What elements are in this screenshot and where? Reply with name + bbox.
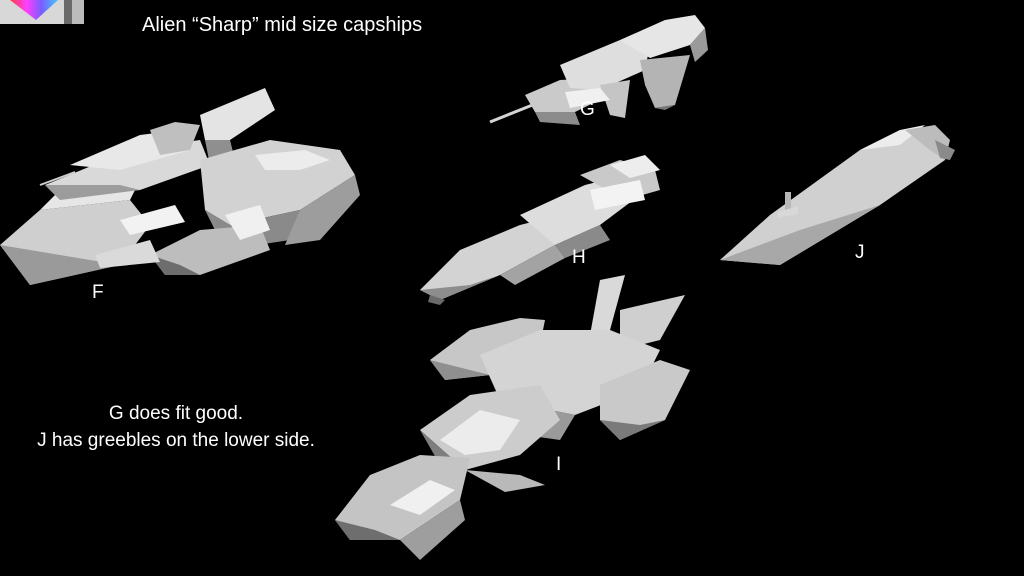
- note-line: J has greebles on the lower side.: [37, 430, 315, 451]
- ship-j-label: J: [855, 242, 865, 263]
- ship-i-model: [335, 275, 690, 560]
- color-wheel-thumbnail-icon: [0, 0, 84, 24]
- ship-g-label: G: [580, 99, 595, 120]
- ship-i-label: I: [556, 454, 561, 475]
- ship-j-model: [720, 125, 955, 265]
- ship-h-label: H: [572, 247, 586, 268]
- ship-h-model: [420, 155, 660, 305]
- note-line: G does fit good.: [108, 403, 244, 424]
- ship-f-model: [0, 88, 360, 285]
- ship-f-label: F: [92, 282, 104, 303]
- notes-block: G does fit good. J has greebles on the l…: [0, 400, 352, 454]
- page-title: Alien “Sharp” mid size capships: [142, 14, 423, 36]
- ship-g-model: [489, 15, 708, 125]
